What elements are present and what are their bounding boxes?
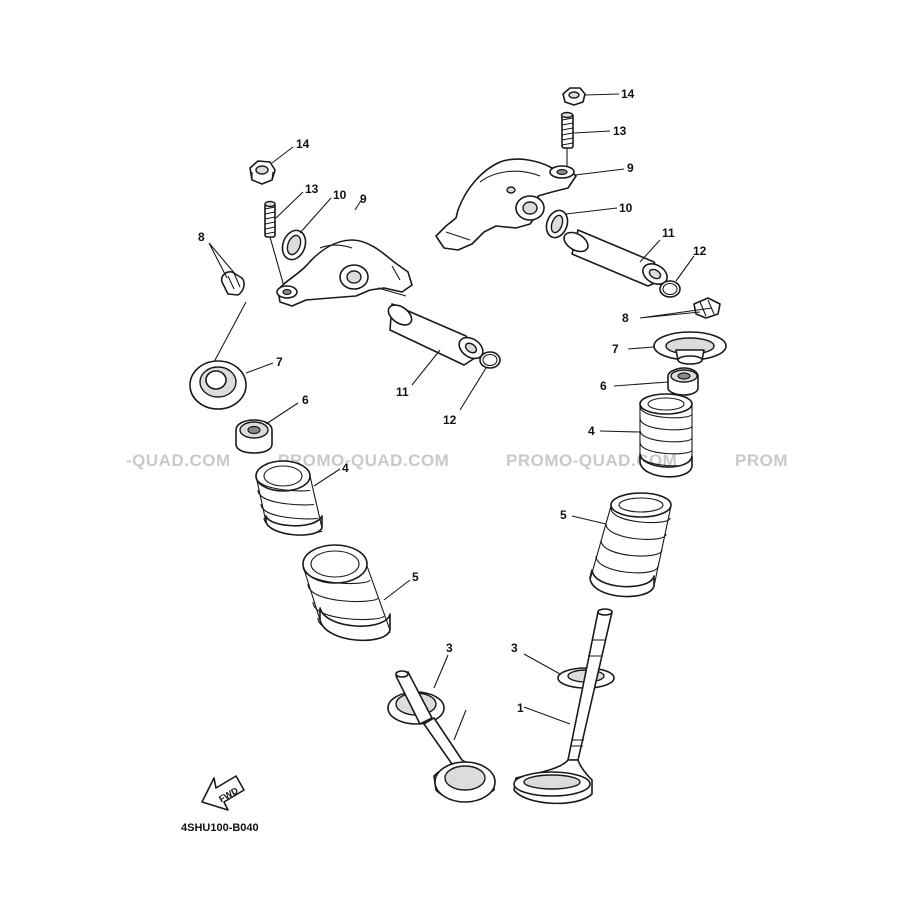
part-rocker-shaft-left[interactable] [385,301,487,366]
part-stem-seal-right[interactable] [667,367,699,396]
callout-10-left: 10 [333,188,347,202]
part-rocker-arm-left[interactable] [276,239,413,307]
watermark-row: -QUAD.COM PROMO-QUAD.COM PROMO-QUAD.COM … [126,451,788,470]
part-o-ring-right[interactable] [659,280,681,298]
watermark-center-right: PROMO-QUAD.COM [506,451,677,470]
part-washer-right[interactable] [543,207,571,240]
callout-3-left: 3 [446,641,453,655]
diagram-code: 4SHU100-B040 [181,822,259,834]
part-nut-right[interactable] [562,87,586,106]
watermark-center-left: PROMO-QUAD.COM [278,451,449,470]
callout-10-right: 10 [619,201,633,215]
part-valve-cotter-right[interactable] [693,297,721,319]
fwd-arrow-icon: FWD [201,775,245,811]
part-spring-retainer-right[interactable] [653,331,727,365]
part-spring-retainer-left[interactable] [189,360,247,410]
part-outer-spring-left[interactable] [302,544,391,642]
watermark-left: -QUAD.COM [126,451,231,470]
part-valve-left[interactable] [423,717,496,803]
callout-11-right: 11 [662,226,675,240]
part-valve-cotter-left[interactable] [220,271,245,296]
part-outer-spring-right[interactable] [589,492,672,598]
callout-13-right: 13 [613,124,627,138]
callout-7-left: 7 [276,355,283,369]
callout-9-left: 9 [360,192,367,206]
callout-11-left: 11 [396,385,409,399]
part-washer-left[interactable] [279,227,310,263]
part-inner-spring-right[interactable] [639,393,693,478]
callout-13-left: 13 [305,182,319,196]
part-stem-seal-left[interactable] [235,419,273,454]
callout-5-left: 5 [412,570,419,584]
callout-14-left: 14 [296,137,310,151]
part-adjusting-screw-right[interactable] [560,111,574,171]
callout-8-left: 8 [198,230,205,244]
part-inner-spring-left[interactable] [255,460,323,536]
part-o-ring-left[interactable] [479,351,501,369]
part-rocker-arm-right[interactable] [435,158,577,251]
callout-6-left: 6 [302,393,309,407]
callout-9-right: 9 [627,161,634,175]
part-adjusting-screw-left[interactable] [264,200,286,291]
callout-4-left: 4 [342,461,349,475]
callout-14-right: 14 [621,87,635,101]
part-nut-left[interactable] [249,160,276,185]
part-valve-right[interactable] [513,608,613,805]
callout-5-right: 5 [560,508,567,522]
part-rocker-shaft-right[interactable] [561,229,671,289]
callout-12-right: 12 [693,244,707,258]
callout-7-right: 7 [612,342,619,356]
callout-12-left: 12 [443,413,457,427]
callout-8-right: 8 [622,311,629,325]
watermark-right: PROM [735,451,788,470]
callout-4-right: 4 [588,424,595,438]
callout-6-right: 6 [600,379,607,393]
callout-1-right: 1 [517,701,524,715]
part-spring-seat-left[interactable] [387,670,445,725]
callout-3-right: 3 [511,641,518,655]
